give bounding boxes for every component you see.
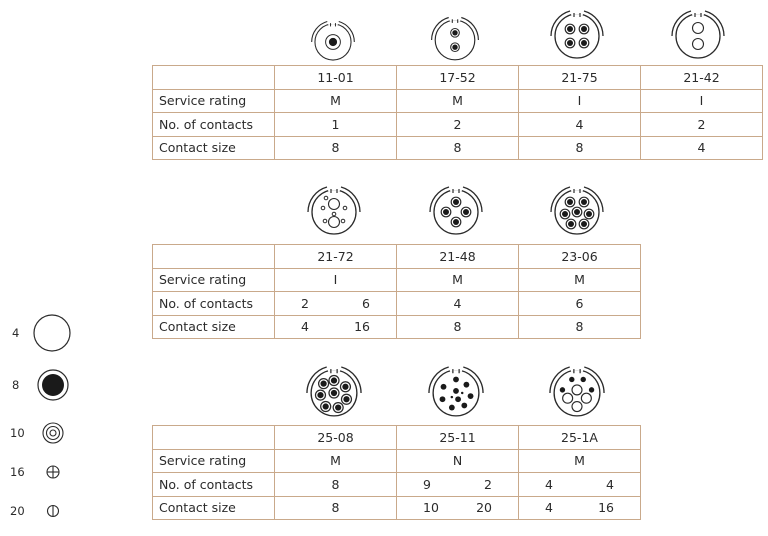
size-value: 20 xyxy=(476,500,492,516)
connector-face-icon-25-1a xyxy=(548,365,606,418)
contacts-cell-split: 9 2 xyxy=(396,472,519,497)
connector-face-icon-25-11 xyxy=(427,365,485,418)
size-cell: 8 xyxy=(518,135,641,160)
size-value: 10 xyxy=(423,500,439,516)
header-blank xyxy=(152,244,275,269)
connector-face-icon-11-01 xyxy=(310,20,356,62)
contacts-value: 6 xyxy=(362,295,370,311)
size-value: 4 xyxy=(545,500,553,516)
service-cell: I xyxy=(274,267,397,292)
service-cell: M xyxy=(518,267,641,292)
contact-size-4-icon xyxy=(33,314,71,352)
service-cell: M xyxy=(274,88,397,113)
connector-face-icon-17-52 xyxy=(430,16,480,62)
size-value: 4 xyxy=(301,319,309,335)
contact-size-16-icon xyxy=(46,465,60,479)
code-21-75: 21-75 xyxy=(518,65,641,90)
service-cell: M xyxy=(396,267,519,292)
contacts-value: 4 xyxy=(545,476,553,492)
contacts-cell: 6 xyxy=(518,291,641,316)
contacts-value: 2 xyxy=(301,295,309,311)
code-25-1a: 25-1A xyxy=(518,425,641,450)
row-label-contacts: No. of contacts xyxy=(152,291,275,316)
code-17-52: 17-52 xyxy=(396,65,519,90)
header-blank xyxy=(152,65,275,90)
legend-size-8: 8 xyxy=(12,378,20,392)
size-cell: 8 xyxy=(396,135,519,160)
size-value: 16 xyxy=(354,319,370,335)
row-label-size: Contact size xyxy=(152,495,275,520)
contacts-value: 2 xyxy=(484,476,492,492)
size-cell-split: 4 16 xyxy=(274,314,397,339)
row-label-service: Service rating xyxy=(152,267,275,292)
contacts-cell-split: 2 6 xyxy=(274,291,397,316)
row-label-contacts: No. of contacts xyxy=(152,112,275,137)
legend-size-4: 4 xyxy=(12,326,20,340)
code-25-08: 25-08 xyxy=(274,425,397,450)
row-label-service: Service rating xyxy=(152,448,275,473)
contacts-value: 4 xyxy=(606,476,614,492)
contact-size-20-icon xyxy=(46,504,60,518)
service-cell: I xyxy=(640,88,763,113)
connector-face-icon-21-72 xyxy=(306,185,362,236)
size-cell-split: 4 16 xyxy=(518,495,641,520)
contacts-cell: 2 xyxy=(396,112,519,137)
service-cell: I xyxy=(518,88,641,113)
code-21-48: 21-48 xyxy=(396,244,519,269)
service-cell: M xyxy=(396,88,519,113)
code-21-72: 21-72 xyxy=(274,244,397,269)
spec-table-2: 21-72 21-48 23-06 Service rating I M M N… xyxy=(152,244,641,339)
connector-face-icon-21-48 xyxy=(428,185,484,236)
spec-table-1: 11-01 17-52 21-75 21-42 Service rating M… xyxy=(152,65,763,160)
size-cell: 8 xyxy=(518,314,641,339)
contacts-cell: 8 xyxy=(274,472,397,497)
size-value: 16 xyxy=(598,500,614,516)
legend-size-10: 10 xyxy=(10,426,25,440)
row-label-size: Contact size xyxy=(152,314,275,339)
contacts-value: 9 xyxy=(423,476,431,492)
contacts-cell: 4 xyxy=(396,291,519,316)
legend-size-20: 20 xyxy=(10,504,25,518)
service-cell: M xyxy=(518,448,641,473)
code-21-42: 21-42 xyxy=(640,65,763,90)
spec-table-3: 25-08 25-11 25-1A Service rating M N M N… xyxy=(152,425,641,520)
header-blank xyxy=(152,425,275,450)
legend-size-16: 16 xyxy=(10,465,25,479)
size-cell: 4 xyxy=(640,135,763,160)
contacts-cell-split: 4 4 xyxy=(518,472,641,497)
row-label-size: Contact size xyxy=(152,135,275,160)
service-cell: M xyxy=(274,448,397,473)
row-label-contacts: No. of contacts xyxy=(152,472,275,497)
connector-face-icon-23-06 xyxy=(549,185,605,236)
contact-size-8-icon xyxy=(37,369,69,401)
connector-face-icon-21-75 xyxy=(549,9,605,60)
code-11-01: 11-01 xyxy=(274,65,397,90)
connector-face-icon-25-08 xyxy=(305,365,363,418)
contact-size-10-icon xyxy=(42,422,64,444)
code-23-06: 23-06 xyxy=(518,244,641,269)
service-cell: N xyxy=(396,448,519,473)
connector-face-icon-21-42 xyxy=(670,9,726,60)
